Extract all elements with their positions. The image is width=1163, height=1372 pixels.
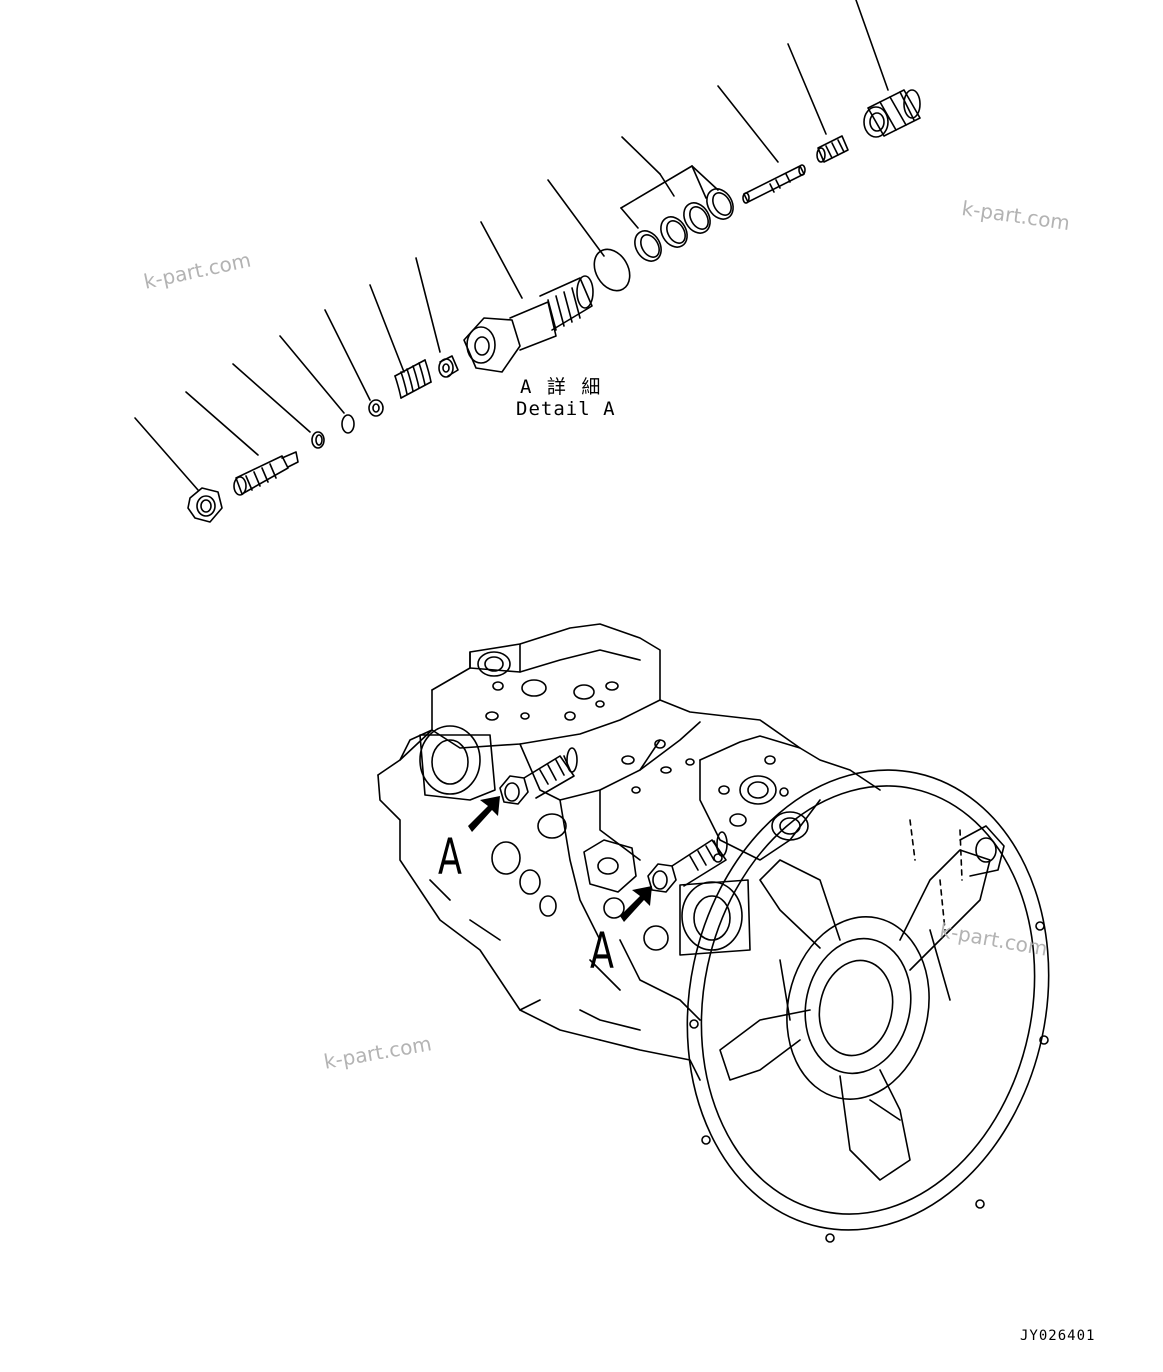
spring-seat [438,355,459,378]
washer [368,399,384,417]
callout-a-lower: A [590,922,614,980]
spring [394,359,432,399]
callout-a-upper: A [438,828,462,886]
pump-assembly [377,623,881,1081]
seal-ring-2 [660,216,688,248]
valve-body [463,275,594,373]
adjusting-screw [233,451,299,496]
o-ring-large [593,248,631,292]
mounted-valve-upper [499,747,578,805]
seal-ring-4 [706,188,734,220]
seal-ring-3 [683,202,711,234]
detail-title-en: Detail A [516,398,616,420]
housing-bolt-holes [689,787,1049,1243]
snap-ring [311,431,325,449]
flywheel-housing [686,769,1050,1243]
seal-ring-1 [634,230,662,262]
piston [816,135,849,163]
sleeve [863,89,921,138]
arrow-upper [468,796,500,832]
detail-title-jp: A 詳 細 [520,376,603,398]
exploded-parts [187,89,921,523]
drawing-code: JY026401 [1020,1328,1096,1344]
arrow-lower [620,886,652,922]
spool [742,164,806,204]
o-ring-small [341,414,355,434]
hex-nut [187,487,223,523]
callout-arrows [468,796,652,922]
leader-lines [134,0,889,491]
